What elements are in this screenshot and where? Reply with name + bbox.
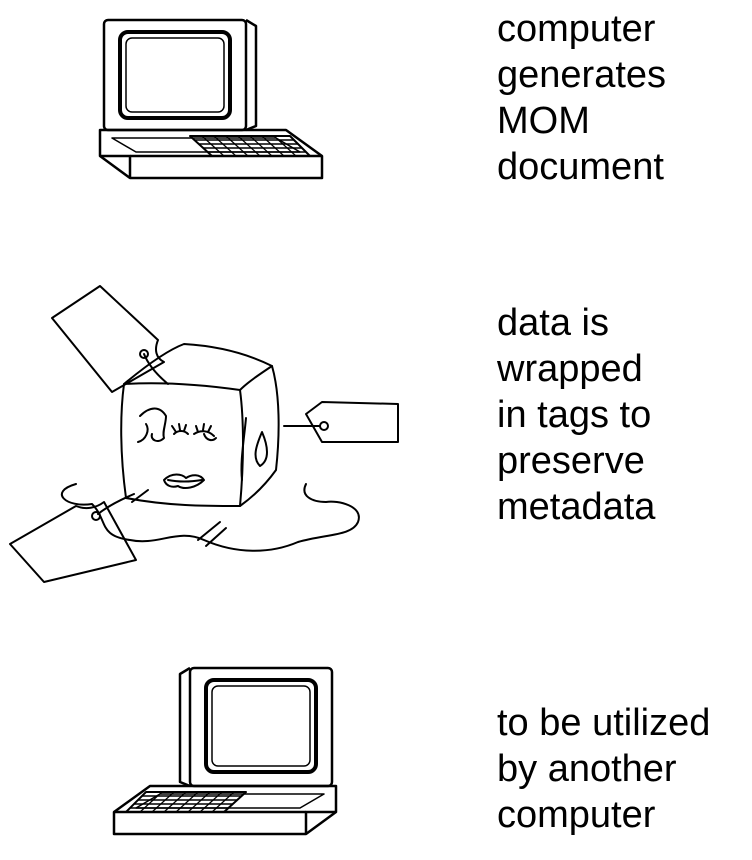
step-3-line: computer (497, 794, 656, 836)
step-1-line: document (497, 146, 664, 188)
step-2-line: wrapped (497, 348, 643, 390)
computer-terminal-icon (112, 666, 338, 836)
step-2-line: preserve (497, 440, 645, 482)
step-2-line: in tags to (497, 394, 652, 436)
step-3-line: to be utilized (497, 702, 711, 744)
step-1-line: MOM (497, 100, 590, 142)
step-2-line: metadata (497, 486, 656, 528)
tagged-melting-ice-cube-icon (9, 285, 399, 583)
step-2-line: data is (497, 302, 609, 344)
step-1-caption: computer generates MOM document (497, 6, 666, 190)
step-2-caption: data is wrapped in tags to preserve meta… (497, 300, 655, 530)
step-1-line: generates (497, 54, 667, 96)
step-1-line: computer (497, 8, 656, 50)
step-3-caption: to be utilized by another computer (497, 700, 710, 838)
computer-terminal-icon (98, 18, 324, 180)
step-3-line: by another (497, 748, 677, 790)
